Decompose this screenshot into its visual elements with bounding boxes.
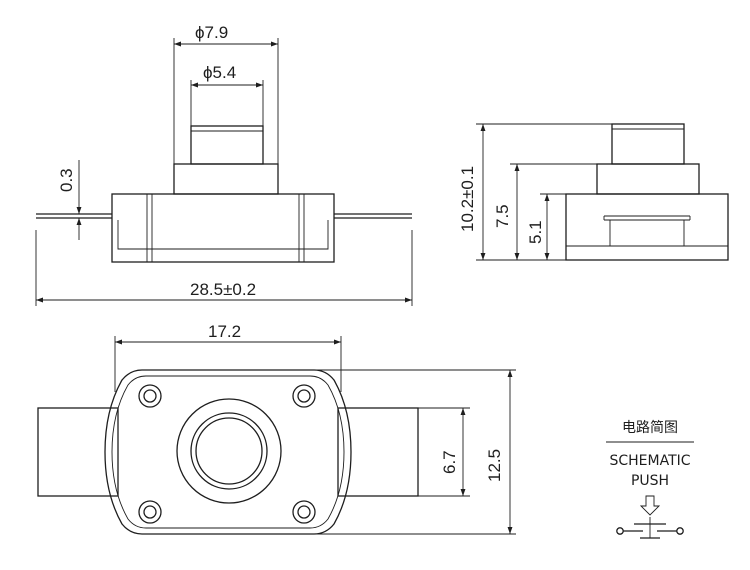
side-terminal	[603, 215, 691, 221]
top-left-terminal	[37, 407, 119, 497]
switch-housing	[111, 193, 335, 263]
dim-total-height: 10.2±0.1	[458, 166, 477, 232]
dim-base-height: 5.1	[526, 220, 545, 244]
side-housing	[565, 193, 729, 261]
schematic: 电路简图 SCHEMATIC PUSH	[606, 419, 694, 539]
top-right-terminal	[337, 407, 419, 497]
dim-body-depth: 12.5	[485, 449, 504, 482]
top-plunger	[176, 398, 282, 504]
dim-terminal-width: 6.7	[440, 450, 459, 474]
schematic-subtitle: PUSH	[631, 473, 669, 489]
front-view: ϕ7.9 ϕ5.4 0.3 28.5±0.2	[35, 23, 413, 306]
dim-phi-outer: ϕ7.9	[195, 23, 228, 42]
side-plunger	[611, 123, 685, 165]
schematic-title-cn: 电路简图	[622, 419, 678, 436]
mounting-hole-top-right	[292, 384, 316, 408]
push-arrow-icon	[639, 495, 661, 516]
top-view: 17.2 6.7 12.5	[37, 322, 516, 535]
side-collar	[596, 163, 700, 195]
mounting-hole-bottom-right	[292, 500, 316, 524]
dim-terminal-thickness: 0.3	[57, 168, 76, 192]
right-terminal	[334, 213, 412, 219]
side-view: 10.2±0.1 7.5 5.1	[458, 123, 729, 261]
left-terminal	[36, 213, 112, 219]
plunger-collar	[173, 163, 279, 195]
dim-body-width: 17.2	[208, 322, 241, 341]
mounting-hole-top-left	[138, 384, 162, 408]
terminal-strip	[117, 220, 329, 250]
dim-body-height: 7.5	[493, 204, 512, 228]
schematic-title-en: SCHEMATIC	[609, 453, 690, 469]
plunger-cap	[190, 125, 264, 165]
mounting-hole-bottom-left	[138, 500, 162, 524]
push-switch-symbol-icon	[616, 517, 684, 539]
dim-phi-inner: ϕ5.4	[203, 63, 236, 82]
dim-overall-length: 28.5±0.2	[190, 280, 256, 299]
